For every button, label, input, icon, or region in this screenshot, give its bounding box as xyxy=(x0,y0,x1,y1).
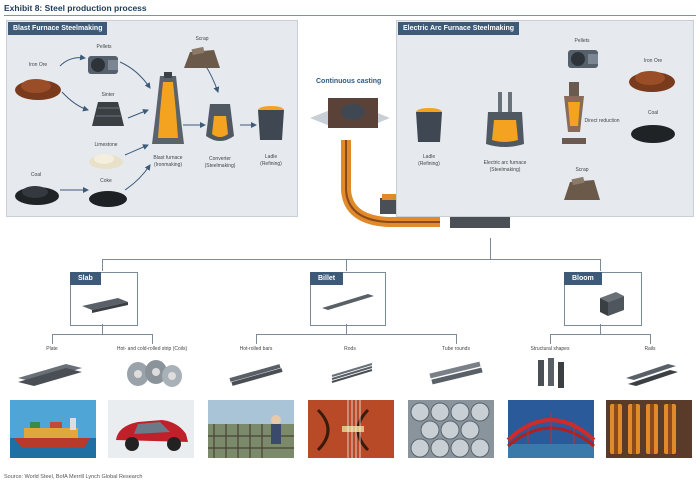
pellets-machine-icon-eaf xyxy=(568,50,598,68)
blast-furnace-panel xyxy=(6,20,298,217)
ladle-label-eaf: Ladle xyxy=(422,154,436,160)
tree-slab-drop xyxy=(102,259,103,271)
sinter-icon xyxy=(92,102,124,126)
billet-sub-drop xyxy=(346,324,347,334)
car-photo xyxy=(108,400,194,458)
ladle-icon-bf xyxy=(258,106,284,140)
coils-drop xyxy=(152,334,153,344)
coal-pile-icon xyxy=(15,186,59,205)
bridge-photo xyxy=(506,400,596,458)
ladle-icon-eaf xyxy=(416,108,442,142)
scrap-pile-icon xyxy=(184,46,220,68)
ladle-sub-eaf: (Refining) xyxy=(418,161,440,167)
tube-rounds-label: Tube rounds xyxy=(442,346,470,352)
converter-sub: (Steelmaking) xyxy=(204,163,236,169)
bars-drop xyxy=(256,334,257,344)
slab-sub-drop xyxy=(102,324,103,334)
bloom-sub-branch xyxy=(550,334,650,335)
converter-icon xyxy=(206,104,234,141)
rails-drop xyxy=(650,334,651,344)
ladle-sub-bf: (Refining) xyxy=(260,161,282,167)
blast-furnace-label: Blast furnace xyxy=(153,155,183,161)
blast-furnace-title: Blast Furnace Steelmaking xyxy=(8,22,108,35)
eaf-label: Electric arc furnace xyxy=(483,160,527,166)
plate-icon xyxy=(18,364,82,386)
tree-trunk-line xyxy=(490,238,491,260)
tree-bloom-drop xyxy=(600,259,601,271)
scrap-label-eaf: Scrap xyxy=(575,167,589,173)
slab-icon xyxy=(82,298,128,313)
iron-ore-pile-icon xyxy=(15,79,61,100)
plate-label: Plate xyxy=(46,346,58,352)
electric-arc-panel xyxy=(396,20,694,217)
rails-icon xyxy=(626,364,678,386)
coils-icon xyxy=(127,360,182,387)
continuous-casting-label: Continuous casting xyxy=(316,78,382,85)
page-title: Exhibit 8: Steel production process xyxy=(4,3,147,13)
direct-reduction-label: Direct reduction xyxy=(584,118,620,124)
scrap-pile-icon-eaf xyxy=(564,176,600,200)
coal-pile-icon-eaf xyxy=(631,125,675,143)
sinter-label: Sinter xyxy=(101,92,115,98)
bloom-label: Bloom xyxy=(564,272,602,285)
structural-drop xyxy=(550,334,551,344)
ship-photo xyxy=(10,400,96,458)
scrap-label-bf: Scrap xyxy=(195,36,209,42)
bloom-sub-drop xyxy=(600,324,601,334)
electric-arc-title: Electric Arc Furnace Steelmaking xyxy=(398,22,520,35)
source-note: Source: World Steel, BofA Merrill Lynch … xyxy=(4,474,143,480)
violin-photo xyxy=(308,400,394,458)
pellets-label-eaf: Pellets xyxy=(574,38,590,44)
billet-label: Billet xyxy=(310,272,344,285)
construction-photo xyxy=(208,400,294,458)
plate-drop xyxy=(52,334,53,344)
electric-arc-furnace-icon xyxy=(486,92,524,147)
blast-furnace-icon xyxy=(152,72,184,144)
pipes-photo xyxy=(408,400,494,458)
iron-ore-label-eaf: Iron Ore xyxy=(643,58,663,64)
coke-pile-icon xyxy=(89,191,127,207)
structural-shapes-icon xyxy=(538,358,564,388)
converter-label: Converter xyxy=(209,156,231,162)
coke-label: Coke xyxy=(100,178,112,184)
rods-icon xyxy=(331,363,373,383)
rails-label: Rails xyxy=(644,346,656,352)
tree-billet-drop xyxy=(346,259,347,271)
billet-sub-branch xyxy=(256,334,456,335)
eaf-sub: (Steelmaking) xyxy=(489,167,521,173)
rods-label: Rods xyxy=(344,346,356,352)
coils-label: Hot- and cold-rolled strip (Coils) xyxy=(116,346,188,352)
pellets-machine-icon xyxy=(88,56,118,74)
tube-drop xyxy=(456,334,457,344)
bars-label: Hot-rolled bars xyxy=(239,346,273,352)
blast-furnace-sub: (Ironmaking) xyxy=(153,162,183,168)
ladle-label-bf: Ladle xyxy=(264,154,278,160)
limestone-pile-icon xyxy=(89,154,123,169)
structural-label: Structural shapes xyxy=(530,346,570,352)
slab-sub-branch xyxy=(52,334,152,335)
direct-reduction-tower-icon xyxy=(562,82,586,144)
billet-icon xyxy=(322,294,374,310)
coal-label-eaf: Coal xyxy=(647,110,659,116)
title-divider xyxy=(4,15,696,16)
iron-ore-pile-icon-eaf xyxy=(629,71,675,92)
iron-ore-label: Iron Ore xyxy=(28,62,48,68)
tree-branch-line xyxy=(102,259,600,260)
rails-photo xyxy=(606,400,692,458)
tube-rounds-icon xyxy=(429,361,483,385)
bloom-icon xyxy=(600,292,624,316)
bars-icon xyxy=(229,364,283,386)
pellets-label: Pellets xyxy=(96,44,112,50)
coal-label: Coal xyxy=(30,172,42,178)
slab-label: Slab xyxy=(70,272,101,285)
limestone-label: Limestone xyxy=(94,142,118,148)
